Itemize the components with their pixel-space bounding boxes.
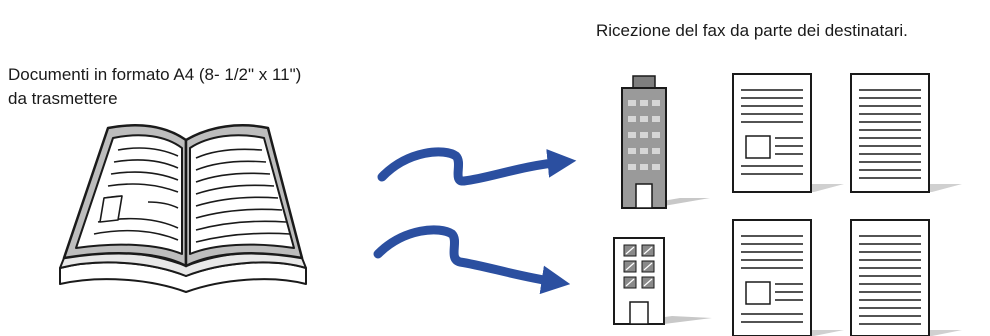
office-tower-icon	[621, 75, 710, 209]
recipients-label: Ricezione del fax da parte dei destinata…	[596, 21, 908, 40]
source-label-line-1: Documenti in formato A4 (8- 1/2" x 11")	[8, 65, 302, 84]
fax-page-icon	[732, 219, 844, 336]
curved-arrow-icon	[373, 225, 571, 295]
fax-page-icon	[850, 73, 962, 193]
source-label-line-2: da trasmettere	[8, 89, 118, 108]
fax-page-icon	[850, 219, 962, 336]
fax-page-icon	[732, 73, 844, 193]
apartment-building-icon	[613, 237, 712, 325]
open-book-icon	[59, 124, 307, 293]
curved-arrow-icon	[377, 147, 577, 186]
